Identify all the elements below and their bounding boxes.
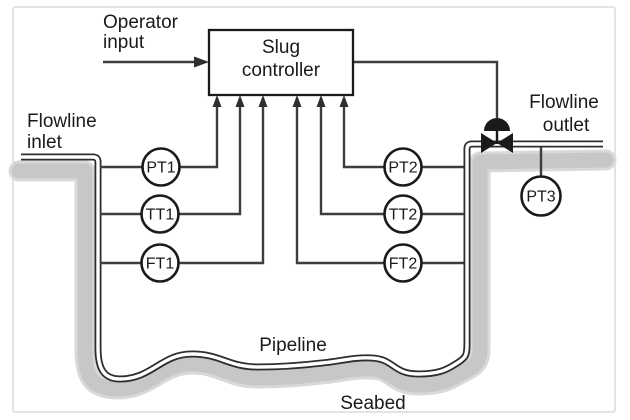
valve-control-line bbox=[353, 60, 499, 118]
operator-input-label-line2: input bbox=[103, 32, 145, 53]
sensor-pt3-label: PT3 bbox=[526, 189, 555, 206]
sensor-tt2-label: TT2 bbox=[389, 207, 418, 224]
operator-input-arrow bbox=[103, 56, 209, 68]
sensor-ft1: FT1 bbox=[140, 243, 180, 283]
sensor-pt2: PT2 bbox=[383, 147, 423, 187]
pt1-signal-line bbox=[100, 102, 219, 169]
sensor-ft2: FT2 bbox=[383, 243, 423, 283]
flowline-inlet-label-line2: inlet bbox=[27, 132, 63, 153]
controller-label-line1: Slug bbox=[262, 37, 300, 58]
flowline-inlet-label-line1: Flowline bbox=[27, 111, 97, 132]
flowline-outlet-label-line2: outlet bbox=[543, 115, 590, 136]
signal-arrowheads bbox=[212, 95, 349, 107]
sensor-tt2: TT2 bbox=[383, 194, 423, 234]
pt2-signal-line bbox=[342, 102, 464, 169]
seabed-band bbox=[8, 149, 617, 400]
sensor-ft1-label: FT1 bbox=[146, 256, 175, 273]
sensor-tt1-label: TT1 bbox=[146, 207, 175, 224]
controller-label-line2: controller bbox=[242, 60, 321, 81]
sensor-tt1: TT1 bbox=[140, 194, 180, 234]
control-valve-icon bbox=[481, 118, 513, 153]
figure-border bbox=[12, 6, 616, 413]
sensor-pt2-label: PT2 bbox=[388, 160, 417, 177]
pipeline-label: Pipeline bbox=[259, 335, 327, 356]
sensor-ft2-label: FT2 bbox=[389, 256, 418, 273]
seabed-label: Seabed bbox=[340, 393, 406, 414]
flowline-outlet-label-line1: Flowline bbox=[529, 92, 599, 113]
sensor-pt3: PT3 bbox=[520, 175, 562, 217]
pipeline-pipe bbox=[21, 140, 603, 383]
sensor-pt1-label: PT1 bbox=[146, 160, 175, 177]
ft1-signal-line bbox=[100, 102, 265, 265]
operator-input-label-line1: Operator bbox=[103, 12, 179, 33]
slug-controller-box: Slug controller bbox=[207, 28, 355, 97]
sensor-pt1: PT1 bbox=[141, 147, 181, 187]
